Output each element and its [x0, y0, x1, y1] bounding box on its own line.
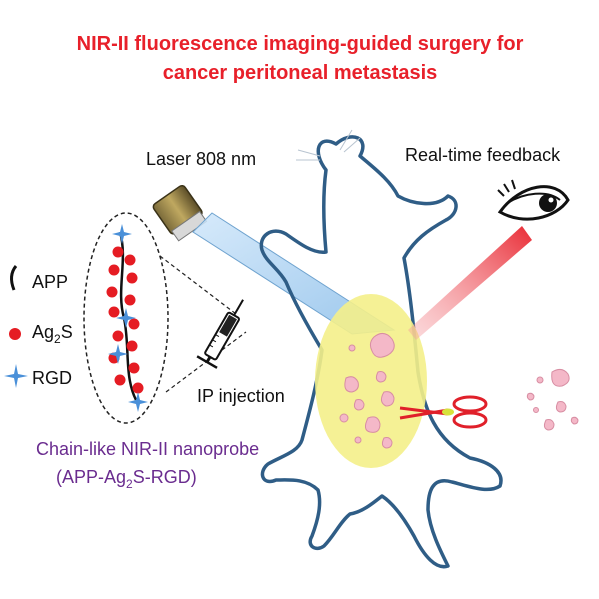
legend: APP Ag2S RGD [4, 265, 73, 388]
legend-rgd-marker [4, 364, 28, 388]
eye-icon [497, 179, 570, 221]
mouse-whiskers [296, 129, 361, 161]
syringe-icon [196, 299, 244, 369]
legend-ag2s-label: Ag2S [32, 322, 73, 346]
tumor-nodules [339, 333, 395, 449]
legend-ag2s-marker [9, 328, 21, 340]
laser-label: Laser 808 nm [146, 149, 256, 169]
title-line-1: NIR-II fluorescence imaging-guided surge… [77, 33, 524, 55]
legend-rgd-label: RGD [32, 368, 72, 388]
feedback-beam [408, 226, 532, 340]
ip-injection-label: IP injection [197, 386, 285, 406]
excised-tumor-fragments [526, 368, 579, 431]
laser-device-icon [152, 184, 208, 242]
feedback-label: Real-time feedback [405, 145, 561, 165]
scissors-icon [399, 395, 488, 429]
nanoprobe-caption-line-2: (APP-Ag2S-RGD) [56, 467, 197, 491]
legend-app-marker [10, 265, 18, 291]
legend-app-label: APP [32, 272, 68, 292]
nanoprobe-outline [83, 212, 169, 424]
mouse-outline [259, 135, 503, 569]
nanoprobe-caption-line-1: Chain-like NIR-II nanoprobe [36, 439, 259, 459]
tumor-region [315, 294, 427, 468]
title-line-2: cancer peritoneal metastasis [163, 62, 438, 84]
zoom-line-top [159, 255, 237, 315]
nanoprobe-chain [106, 224, 148, 412]
